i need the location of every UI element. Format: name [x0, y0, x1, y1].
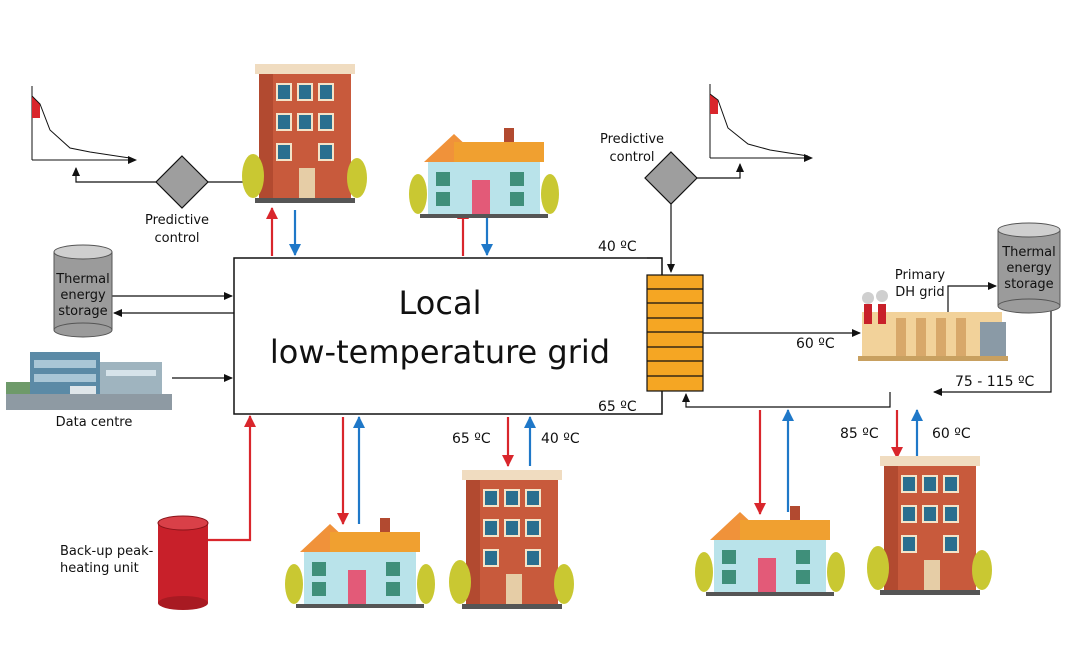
local-grid-box — [233, 257, 663, 415]
predictive-control-left-label-2: control — [154, 231, 199, 246]
main-box-title: Local — [399, 284, 482, 322]
heat-exchanger — [646, 274, 704, 392]
thermal-storage-left-label-2: energy — [60, 288, 106, 303]
backup-label-1: Back-up peak- — [60, 544, 154, 559]
temp-hx-bottom: 65 ºC — [598, 399, 637, 415]
predictive-control-right-label-2: control — [609, 150, 654, 165]
data-centre-icon — [6, 352, 172, 410]
factory-icon — [858, 290, 1008, 361]
thermal-storage-right — [997, 222, 1061, 314]
temp-hx-top: 40 ºC — [598, 239, 637, 255]
load-curve-icon — [31, 86, 137, 164]
thermal-storage-right-label-1: Thermal — [1001, 245, 1056, 260]
thermal-storage-left-label-1: Thermal — [55, 272, 110, 287]
house-icon — [409, 128, 559, 218]
primary-dh-label-1: Primary — [895, 268, 946, 283]
temp-primary-return: 75 - 115 ºC — [955, 374, 1035, 390]
apartment-building-icon — [448, 469, 575, 610]
thermal-storage-right-label-3: storage — [1004, 277, 1053, 292]
temp-dh-building-return: 60 ºC — [932, 426, 971, 442]
predictive-control-right-label-1: Predictive — [600, 132, 664, 147]
thermal-storage-left-label-3: storage — [58, 304, 107, 319]
apartment-building-icon — [241, 63, 368, 204]
backup-heating-unit — [157, 515, 209, 610]
load-curve-icon — [709, 84, 813, 162]
temp-building-return: 40 ºC — [541, 431, 580, 447]
predictive-control-left-label-1: Predictive — [145, 213, 209, 228]
temp-hx-out: 60 ºC — [796, 336, 835, 352]
thermal-storage-right-label-2: energy — [1006, 261, 1052, 276]
apartment-building-icon — [866, 455, 993, 596]
temp-building-supply: 65 ºC — [452, 431, 491, 447]
primary-dh-label-2: DH grid — [895, 285, 944, 300]
house-icon — [285, 518, 435, 608]
predictive-control-diamond-left — [155, 155, 209, 209]
backup-label-2: heating unit — [60, 561, 139, 576]
thermal-storage-left — [53, 244, 113, 338]
data-centre-label: Data centre — [56, 415, 133, 430]
main-box-subtitle: low-temperature grid — [270, 333, 610, 371]
house-icon — [695, 506, 845, 596]
temp-dh-building-supply: 85 ºC — [840, 426, 879, 442]
